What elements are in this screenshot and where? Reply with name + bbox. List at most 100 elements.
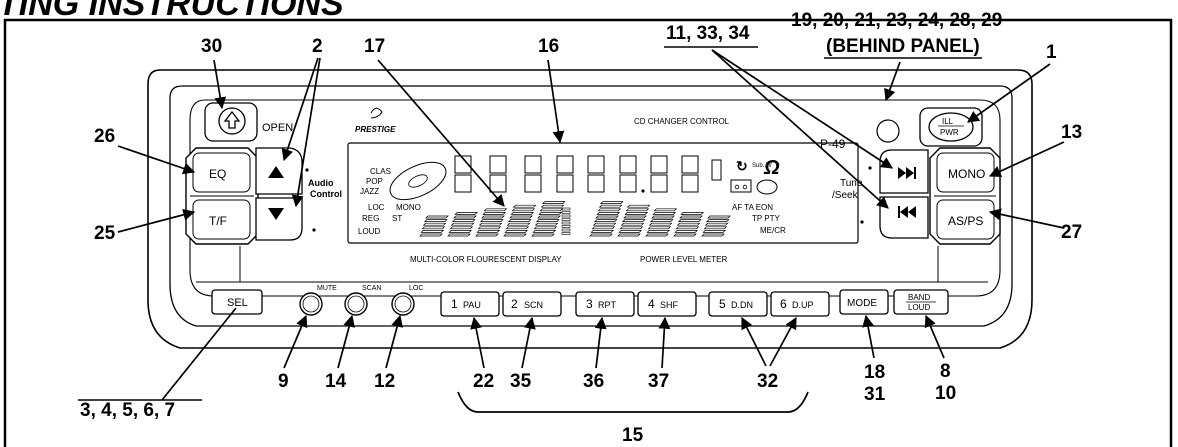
meter-bar	[537, 215, 561, 219]
meter-bar	[532, 230, 557, 233]
cassette-reel	[742, 184, 748, 190]
indicator-loud: LOUD	[358, 227, 380, 236]
ill-pwr-button[interactable]	[928, 112, 974, 142]
meter-bar	[595, 215, 619, 219]
meter-bar	[533, 226, 558, 230]
meter-bar	[512, 204, 537, 208]
clock-icon: ↻	[736, 158, 748, 174]
preset-5-button[interactable]	[708, 291, 768, 317]
seek-back-button[interactable]	[879, 196, 929, 239]
preset-1-label: PAU	[463, 300, 481, 310]
digit-cell	[489, 155, 507, 174]
digit-cell	[454, 155, 472, 174]
preset-4-num: 4	[648, 297, 655, 311]
mode-button[interactable]	[839, 289, 889, 315]
meter-bar	[598, 204, 623, 208]
face-panel	[189, 99, 1001, 297]
meter-bar	[651, 215, 675, 219]
cassette-icon	[730, 179, 752, 193]
meter-bar	[704, 222, 729, 226]
preset-6-num: 6	[780, 297, 787, 311]
mute-button-ring	[302, 295, 320, 313]
segment-digits	[454, 155, 699, 193]
callout-17: 17	[364, 36, 385, 57]
preset-1-button[interactable]	[440, 291, 500, 317]
seek-label: /Seek	[832, 190, 859, 201]
indicator-loc: LOC	[368, 203, 385, 212]
callout-26: 26	[94, 126, 115, 147]
meter-bar	[476, 230, 501, 233]
meter-center-tick	[561, 211, 571, 214]
meter-bar	[451, 219, 476, 222]
meter-bar	[590, 230, 615, 233]
digit-cell	[489, 174, 507, 193]
callout-30: 30	[201, 36, 222, 57]
meter-bar	[599, 201, 624, 204]
preset-3-button[interactable]	[575, 291, 635, 317]
ill-label: ILL	[942, 117, 954, 126]
preset-3-num: 3	[586, 297, 593, 311]
ir-sensor	[876, 119, 900, 143]
pwr-label: PWR	[940, 128, 959, 137]
cassette-reel	[734, 184, 740, 190]
meter-bar	[701, 233, 725, 237]
traffic-icon	[756, 179, 778, 195]
meter-bar	[618, 230, 643, 233]
fluorescent-display	[347, 142, 859, 244]
callout-16: 16	[538, 36, 559, 57]
meter-bar	[624, 212, 649, 215]
digit-cell	[650, 155, 668, 174]
preset-1-num: 1	[451, 297, 458, 311]
scan-label: SCAN	[362, 285, 381, 292]
meter-bar	[450, 222, 475, 226]
decimal-dot	[641, 189, 645, 193]
scan-button-ring	[347, 295, 365, 313]
meter-bar	[593, 219, 618, 222]
digit-cell	[681, 155, 699, 174]
volume-down-button[interactable]	[255, 197, 303, 241]
callout-35: 35	[510, 371, 532, 392]
meter-bar	[705, 219, 730, 222]
meter-bar	[591, 226, 616, 230]
callout-1: 1	[1046, 42, 1057, 63]
digit-cell	[454, 174, 472, 193]
callout-14: 14	[325, 371, 347, 392]
eq-mode-jazz: JAZZ	[360, 187, 379, 196]
preset-2-button[interactable]	[502, 291, 562, 317]
preset-4-button[interactable]	[637, 291, 697, 317]
dot	[860, 220, 864, 224]
meter-bar	[423, 219, 448, 222]
loc-label: LOC	[409, 285, 423, 292]
meter-bar	[647, 226, 672, 230]
preset-6-button[interactable]	[770, 291, 830, 317]
meter-bar	[422, 222, 447, 226]
eject-icon	[223, 110, 241, 129]
meter-bar	[531, 233, 555, 237]
meter-bar	[653, 208, 678, 212]
digit-cell	[681, 174, 699, 193]
sel-label: SEL	[227, 297, 248, 309]
callout-11-33-34: 11, 33, 34	[666, 23, 750, 44]
callout-3-7: 3, 4, 5, 6, 7	[80, 400, 175, 421]
sel-button[interactable]	[211, 289, 263, 315]
meter-center-tick	[561, 218, 571, 221]
dot	[868, 166, 872, 170]
meter-bar	[479, 219, 504, 222]
meter-bar	[619, 226, 644, 230]
meter-bar	[454, 212, 479, 215]
meter-center-tick	[561, 228, 571, 232]
callout-19-29: 19, 20, 21, 23, 24, 28, 29	[791, 10, 1002, 31]
meter-bar	[592, 222, 617, 226]
meter-bar	[702, 230, 727, 233]
indicator-tp-pty: TP PTY	[752, 214, 781, 223]
digit-cell	[556, 174, 574, 193]
preset-2-label: SCN	[524, 300, 543, 310]
skip-back-icon	[898, 206, 916, 218]
meter-bar	[677, 219, 702, 222]
meter-bar	[674, 230, 699, 233]
meter-bar	[648, 222, 673, 226]
meter-bar	[589, 233, 613, 237]
meter-bar	[506, 222, 531, 226]
meter-bar	[621, 219, 646, 222]
